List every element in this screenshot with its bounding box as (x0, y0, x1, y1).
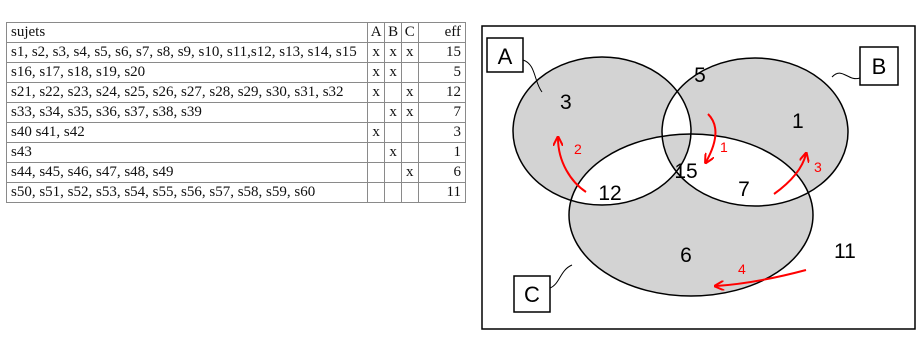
row-mark-b: x (384, 102, 402, 123)
set-b-leader (831, 72, 861, 80)
row-mark-c (400, 62, 419, 83)
row-mark-c (400, 142, 419, 163)
row-mark-c: x (400, 162, 419, 183)
arrow-ac-to-a (558, 138, 587, 193)
header-b: B (384, 22, 402, 43)
row-mark-c: x (400, 42, 419, 63)
row-subjects: s44, s45, s46, s47, s48, s49 (6, 162, 368, 183)
row-mark-c (400, 122, 419, 143)
set-c-label-box (513, 275, 551, 313)
row-subjects: s33, s34, s35, s36, s37, s38, s39 (6, 102, 368, 123)
region-b-only-value: 1 (792, 110, 804, 133)
set-a-leader (522, 59, 543, 93)
region-outside-value: 11 (834, 240, 856, 263)
table-row: s1, s2, s3, s4, s5, s6, s7, s8, s9, s10,… (6, 42, 467, 63)
region-ab-only-value: 5 (694, 64, 706, 87)
table-row: s44, s45, s46, s47, s48, s49 x 6 (6, 162, 467, 183)
row-mark-b (384, 122, 402, 143)
row-mark-c: x (400, 82, 419, 103)
arrow-bc-to-b-label: 3 (814, 159, 822, 175)
row-mark-b: x (384, 42, 402, 63)
region-c-only-value: 6 (680, 244, 692, 267)
row-subjects: s40 s41, s42 (6, 122, 368, 143)
set-b-label-box (859, 46, 899, 86)
row-eff: 1 (417, 142, 467, 163)
table-row: s16, s17, s18, s19, s20 x x 5 (6, 62, 467, 83)
venn-diagram-container: A B C 3 5 1 15 12 7 6 11 2 1 3 4 (476, 22, 918, 333)
arrow-ab-to-abc (706, 113, 717, 162)
arrow-ab-to-abc-label: 1 (720, 139, 728, 155)
set-a-outline (512, 56, 692, 206)
region-ac-only-value: 12 (598, 182, 621, 205)
row-subjects: s50, s51, s52, s53, s54, s55, s56, s57, … (6, 182, 368, 203)
header-eff: eff (417, 22, 467, 43)
region-bc-only-value: 7 (738, 178, 750, 201)
table-row: s43 x 1 (6, 142, 467, 163)
row-mark-b (384, 162, 402, 183)
row-eff: 6 (417, 162, 467, 183)
row-mark-b (384, 82, 402, 103)
row-subjects: s43 (6, 142, 368, 163)
table-row: s21, s22, s23, s24, s25, s26, s27, s28, … (6, 82, 467, 103)
row-mark-a: x (366, 122, 386, 143)
set-b-label: B (872, 54, 887, 79)
row-mark-a (366, 182, 386, 203)
region-a-only-value: 3 (560, 91, 572, 114)
row-eff: 7 (417, 102, 467, 123)
row-subjects: s21, s22, s23, s24, s25, s26, s27, s28, … (6, 82, 368, 103)
subjects-table-container: sujets A B C eff s1, s2, s3, s4, s5, s6,… (6, 22, 467, 203)
table-body: s1, s2, s3, s4, s5, s6, s7, s8, s9, s10,… (6, 42, 467, 203)
row-mark-a: x (366, 42, 386, 63)
row-eff: 12 (417, 82, 467, 103)
row-mark-b: x (384, 62, 402, 83)
row-mark-a (366, 102, 386, 123)
row-mark-b: x (384, 142, 402, 163)
table-row: s33, s34, s35, s36, s37, s38, s39 x x 7 (6, 102, 467, 123)
header-subjects: sujets (6, 22, 368, 43)
region-ac-fill (569, 134, 691, 205)
arrow-ac-to-a-label: 2 (574, 141, 582, 157)
venn-diagram: A B C 3 5 1 15 12 7 6 11 2 1 3 4 (481, 25, 916, 330)
arrow-outside-to-c-label: 4 (738, 261, 746, 277)
set-c-leader (549, 264, 573, 289)
row-mark-a (366, 162, 386, 183)
row-eff: 11 (417, 182, 467, 203)
set-b-outline (661, 57, 849, 207)
set-a-label: A (498, 44, 513, 69)
row-mark-b (384, 182, 402, 203)
table-header-row: sujets A B C eff (6, 22, 467, 43)
row-mark-c (400, 182, 419, 203)
header-c: C (400, 22, 419, 43)
table-row: s40 s41, s42 x 3 (6, 122, 467, 143)
row-subjects: s1, s2, s3, s4, s5, s6, s7, s8, s9, s10,… (6, 42, 368, 63)
row-mark-c: x (400, 102, 419, 123)
region-bc-fill (662, 134, 813, 206)
set-c-label: C (524, 282, 540, 307)
table-row: s50, s51, s52, s53, s54, s55, s56, s57, … (6, 182, 467, 203)
row-mark-a (366, 142, 386, 163)
row-subjects: s16, s17, s18, s19, s20 (6, 62, 368, 83)
arrow-outside-to-c (716, 269, 807, 286)
row-eff: 3 (417, 122, 467, 143)
region-abc-value: 15 (674, 160, 697, 183)
row-eff: 15 (417, 42, 467, 63)
set-c-outline (568, 133, 814, 297)
row-eff: 5 (417, 62, 467, 83)
row-mark-a: x (366, 82, 386, 103)
arrow-bc-to-b (773, 154, 806, 195)
header-a: A (366, 22, 386, 43)
subjects-table: sujets A B C eff s1, s2, s3, s4, s5, s6,… (6, 22, 467, 203)
set-a-label-box (486, 37, 524, 73)
row-mark-a: x (366, 62, 386, 83)
